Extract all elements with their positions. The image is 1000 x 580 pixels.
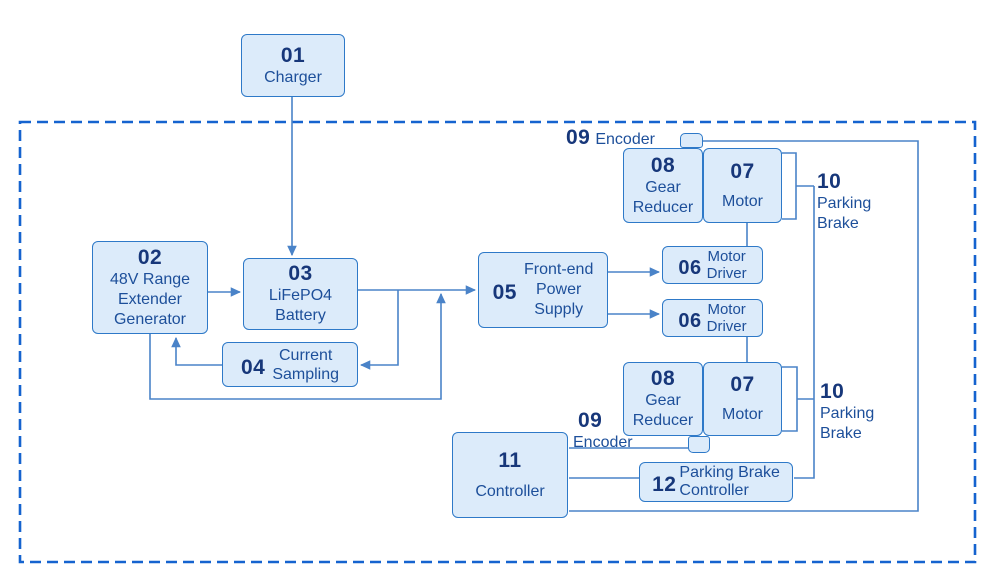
node-battery: 03 LiFePO4 Battery [243, 258, 358, 330]
node-label: Parking Brake [679, 464, 780, 481]
label-number: 10 [820, 380, 845, 403]
node-label: Gear [645, 392, 681, 409]
node-label: Reducer [632, 412, 694, 429]
node-label: Reducer [632, 198, 694, 216]
node-label: Supply [534, 301, 584, 318]
node-motor-1: 07 Motor [703, 148, 782, 223]
label-number: 09 [566, 126, 591, 149]
node-number: 11 [498, 448, 522, 472]
node-label-group: Current Sampling [272, 346, 339, 384]
node-label: Current [279, 346, 333, 364]
connector-branch-to-current-sampling [359, 290, 399, 370]
node-label: Battery [275, 307, 326, 324]
node-number: 01 [280, 43, 306, 67]
node-charger: 01 Charger [241, 34, 345, 97]
label-encoder-top: 09 Encoder [566, 126, 655, 150]
node-label: Sampling [272, 365, 340, 383]
node-label: Front-end [523, 261, 594, 278]
node-label-group: Motor Driver [707, 301, 747, 335]
node-number: 05 [492, 281, 517, 304]
node-label: Driver [706, 265, 747, 282]
node-label: Charger [264, 68, 322, 86]
label-number: 09 [578, 409, 603, 432]
label-parking-brake-top: 10 Parking Brake [817, 170, 871, 234]
node-gear-reducer-2: 08 Gear Reducer [623, 362, 703, 436]
encoder-symbol-top [680, 133, 703, 148]
node-parking-brake-controller: 12 Parking Brake Controller [639, 462, 793, 502]
node-range-extender-generator: 02 48V Range Extender Generator [92, 241, 208, 334]
node-number: 04 [240, 355, 266, 379]
node-motor-2: 07 Motor [703, 362, 782, 436]
label-text: Parking [817, 195, 872, 212]
node-number: 12 [652, 473, 677, 496]
node-number: 02 [137, 245, 163, 269]
node-number: 06 [678, 257, 702, 279]
node-label: Extender [117, 290, 183, 308]
node-label: Gear [645, 178, 681, 196]
label-text: Brake [817, 215, 859, 232]
node-label: Controller [475, 482, 545, 500]
connector-generator-loop-to-main-line [149, 292, 446, 400]
node-number: 03 [288, 262, 313, 285]
node-label: Motor [722, 406, 763, 423]
node-current-sampling: 04 Current Sampling [222, 342, 358, 387]
node-label: Motor [707, 248, 746, 265]
bracket-parking-brake-motor-1 [782, 152, 797, 220]
label-text: Brake [820, 425, 862, 442]
node-label-group: Motor Driver [707, 248, 747, 282]
node-gear-reducer-1: 08 Gear Reducer [623, 148, 703, 223]
node-number: 06 [678, 310, 702, 332]
label-number: 10 [817, 170, 842, 193]
node-motor-driver-2: 06 Motor Driver [662, 299, 763, 337]
node-label: Motor [722, 192, 763, 210]
encoder-symbol-bottom [688, 436, 710, 453]
node-motor-driver-1: 06 Motor Driver [662, 246, 763, 284]
label-text: Encoder [595, 131, 655, 148]
connector-encoder-top-to-controller [569, 140, 919, 512]
label-text: Parking [820, 405, 875, 422]
bracket-parking-brake-motor-2 [782, 366, 798, 432]
node-label: 48V Range [109, 270, 191, 288]
node-label: LiFePO4 [268, 287, 333, 304]
node-label: Controller [679, 482, 749, 499]
node-label: Driver [706, 318, 747, 335]
label-encoder-bottom: 09 Encoder [573, 409, 633, 453]
label-text: Encoder [573, 434, 633, 451]
node-controller: 11 Controller [452, 432, 568, 518]
connector-current-sampling-to-generator [171, 336, 222, 366]
label-parking-brake-bottom: 10 Parking Brake [820, 380, 874, 444]
node-number: 08 [650, 153, 676, 177]
node-label-group: Front-end Power Supply [524, 260, 593, 320]
system-boundary-dashed-frame [18, 120, 977, 564]
node-label: Power [535, 281, 582, 298]
node-label: Motor [707, 301, 746, 318]
node-number: 07 [730, 373, 755, 396]
node-front-end-power-supply: 05 Front-end Power Supply [478, 252, 608, 328]
connector-parking-brakes-to-pb-controller [794, 186, 815, 479]
node-label-group: Parking Brake Controller [679, 464, 780, 500]
node-number: 08 [650, 367, 676, 390]
node-number: 07 [730, 159, 755, 183]
node-label: Generator [113, 310, 187, 328]
